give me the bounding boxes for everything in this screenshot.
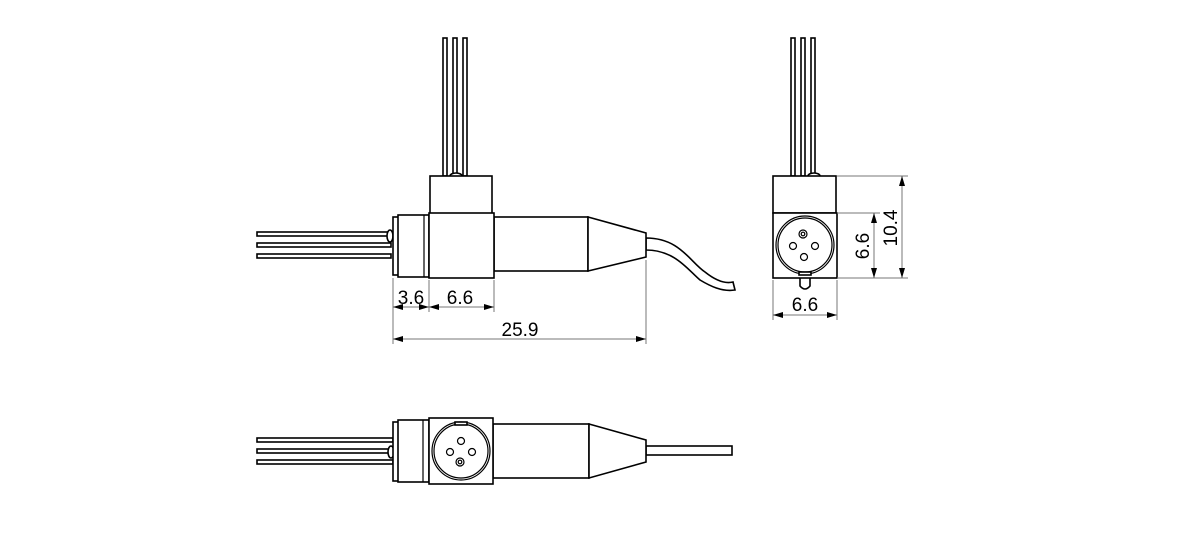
top-box: [429, 175, 493, 215]
side-tab: [799, 275, 811, 290]
dim-6-6-label: 6.6: [447, 288, 473, 309]
bottom-cone: [588, 422, 647, 480]
side-connector-face: [775, 215, 835, 276]
side-top-box: [772, 175, 837, 214]
side-top-wires: [790, 37, 821, 180]
bottom-connector-face: [431, 421, 491, 481]
bottom-collar: [397, 419, 430, 483]
bottom-view: [256, 417, 733, 485]
main-box: [428, 212, 495, 279]
dim-10-4-label: 10.4: [881, 209, 902, 246]
side-view: 10.4 6.6 6.6: [772, 37, 908, 320]
front-view: 3.6 6.6 25.9: [256, 37, 736, 344]
side-main-box: [772, 212, 838, 279]
dim-side-6-6-vertical-label: 6.6: [853, 233, 874, 259]
left-wires: [256, 229, 394, 259]
bottom-tube: [492, 423, 590, 479]
bottom-cable: [645, 445, 733, 456]
tube: [493, 216, 589, 272]
cone: [587, 215, 647, 273]
front-dimensions: 3.6 6.6 25.9: [392, 260, 647, 344]
bottom-left-wires: [256, 437, 395, 465]
bottom-main-box: [428, 417, 494, 485]
dim-3-6-label: 3.6: [398, 288, 424, 309]
cable: [645, 237, 736, 292]
dim-side-6-6-horizontal-label: 6.6: [792, 295, 818, 316]
side-dimensions: 10.4 6.6 6.6: [772, 175, 908, 320]
top-wires: [442, 37, 468, 180]
dim-25-9-label: 25.9: [502, 320, 539, 341]
